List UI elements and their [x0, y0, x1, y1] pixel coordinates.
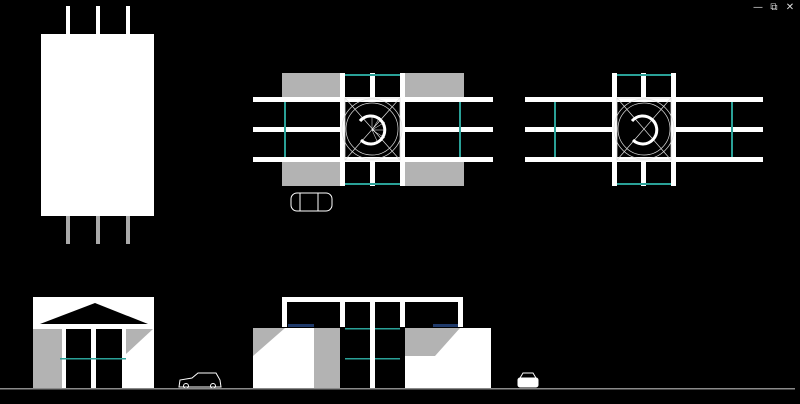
front-elevation: [253, 297, 539, 388]
car-top-view-icon: [290, 192, 333, 212]
car-side-view-icon: [178, 372, 222, 389]
restore-button[interactable]: ⧉: [770, 2, 778, 13]
ground-line: [0, 388, 795, 390]
car-front-view-icon: [517, 372, 539, 388]
close-button[interactable]: ✕: [785, 2, 795, 13]
site-plan: [41, 6, 154, 244]
side-elevation: [33, 297, 222, 389]
minimize-button[interactable]: —: [753, 2, 763, 13]
floor-plan-2: [525, 73, 763, 186]
floor-plan-1: [253, 73, 493, 212]
window-controls: — ⧉ ✕: [752, 2, 796, 14]
